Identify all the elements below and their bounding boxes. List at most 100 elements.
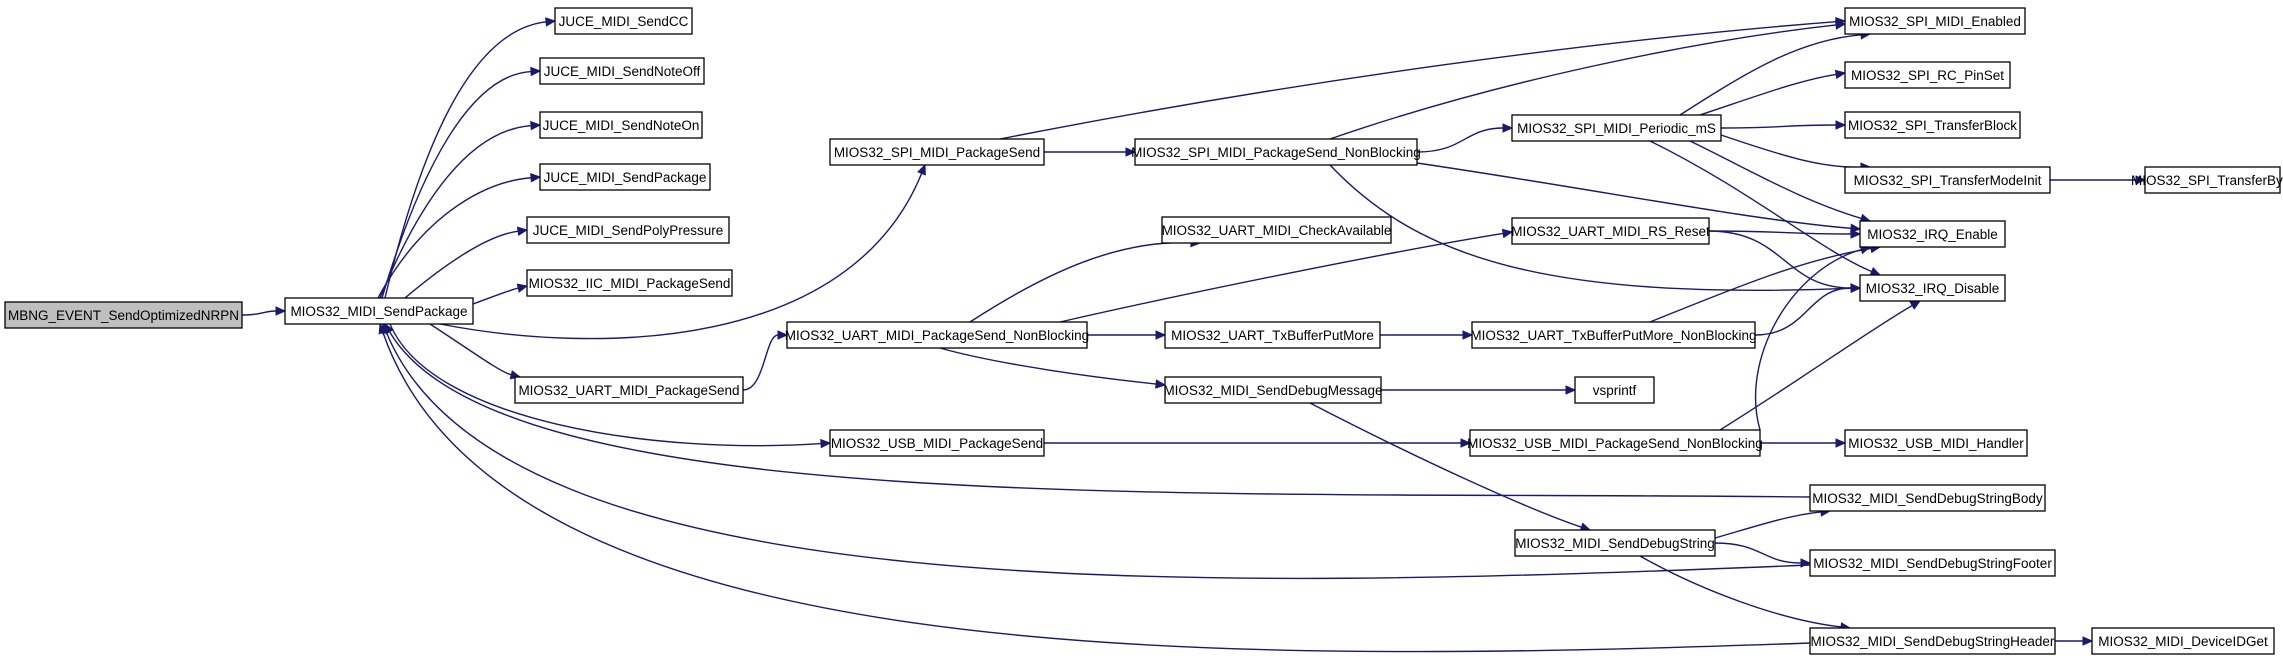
- node-uart-send[interactable]: MIOS32_UART_MIDI_PackageSend: [514, 376, 744, 404]
- node-box[interactable]: [1574, 376, 1655, 404]
- node-juce-package[interactable]: JUCE_MIDI_SendPackage: [539, 163, 711, 191]
- node-vsprintf[interactable]: vsprintf: [1574, 376, 1655, 404]
- node-iic-send[interactable]: MIOS32_IIC_MIDI_PackageSend: [526, 269, 733, 297]
- arrowhead: [530, 173, 542, 183]
- node-box[interactable]: [1844, 7, 2026, 35]
- node-box[interactable]: [1471, 321, 1756, 349]
- node-box[interactable]: [4, 301, 243, 329]
- node-box[interactable]: [1469, 429, 1761, 457]
- node-irq-disable[interactable]: MIOS32_IRQ_Disable: [1859, 274, 2006, 302]
- node-label: MIOS32_MIDI_SendDebugString: [1515, 536, 1715, 551]
- node-uart-send-nb[interactable]: MIOS32_UART_MIDI_PackageSend_NonBlocking: [785, 321, 1089, 349]
- edge-line: [1639, 555, 1842, 628]
- node-debug-msg[interactable]: MIOS32_MIDI_SendDebugMessage: [1163, 376, 1383, 404]
- node-midi-send[interactable]: MIOS32_MIDI_SendPackage: [284, 297, 474, 325]
- edge-uart-rs-reset-to-irq-enable: [1708, 229, 1862, 239]
- node-box[interactable]: [1859, 220, 2006, 248]
- node-box[interactable]: [1844, 111, 2021, 139]
- node-spi-send-nb[interactable]: MIOS32_SPI_MIDI_PackageSend_NonBlocking: [1131, 138, 1421, 166]
- edge-line: [1708, 230, 1852, 289]
- edge-spi-periodic-to-spi-modeinit: [1720, 134, 1872, 172]
- node-box[interactable]: [829, 138, 1045, 166]
- edge-usb-send-nb-to-irq-enable: [1754, 245, 1872, 431]
- node-label: MIOS32_SPI_TransferModeInit: [1854, 173, 2042, 188]
- node-box[interactable]: [1514, 529, 1716, 557]
- edge-line: [377, 177, 532, 299]
- node-box[interactable]: [539, 111, 703, 139]
- edge-line: [969, 241, 1192, 323]
- edges-layer: [241, 16, 2147, 653]
- node-box[interactable]: [284, 297, 474, 325]
- node-irq-enable[interactable]: MIOS32_IRQ_Enable: [1859, 220, 2006, 248]
- edge-usb-send-to-usb-send-nb: [1044, 438, 1472, 448]
- node-box[interactable]: [514, 376, 744, 404]
- edge-midi-send-to-juce-package: [377, 173, 542, 299]
- node-box[interactable]: [539, 57, 705, 85]
- node-box[interactable]: [1809, 484, 2046, 512]
- node-root[interactable]: MBNG_EVENT_SendOptimizedNRPN: [4, 301, 243, 329]
- node-box[interactable]: [554, 7, 693, 35]
- arrowhead: [1835, 120, 1847, 130]
- node-box[interactable]: [1511, 217, 1710, 245]
- node-box[interactable]: [1134, 138, 1418, 166]
- node-spi-send[interactable]: MIOS32_SPI_MIDI_PackageSend: [829, 138, 1045, 166]
- node-uart-txbuf-nb[interactable]: MIOS32_UART_TxBufferPutMore_NonBlocking: [1470, 321, 1757, 349]
- node-box[interactable]: [1511, 114, 1722, 142]
- edge-line: [1719, 304, 1913, 431]
- node-box[interactable]: [1164, 376, 1382, 404]
- edge-midi-send-to-uart-send: [429, 323, 522, 380]
- node-usb-handler[interactable]: MIOS32_USB_MIDI_Handler: [1844, 429, 2028, 457]
- edge-debug-msg-to-vsprintf: [1381, 385, 1577, 395]
- node-box[interactable]: [1164, 321, 1381, 349]
- edge-usb-send-nb-to-usb-handler: [1760, 438, 1847, 448]
- node-uart-txbuf[interactable]: MIOS32_UART_TxBufferPutMore: [1164, 321, 1381, 349]
- node-spi-enabled[interactable]: MIOS32_SPI_MIDI_Enabled: [1844, 7, 2026, 35]
- node-spi-transferblock[interactable]: MIOS32_SPI_TransferBlock: [1844, 111, 2021, 139]
- node-spi-modeinit[interactable]: MIOS32_SPI_TransferModeInit: [1844, 166, 2051, 194]
- node-label: MIOS32_IIC_MIDI_PackageSend: [529, 276, 731, 291]
- edge-line: [742, 334, 779, 391]
- node-box[interactable]: [2091, 627, 2275, 655]
- node-box[interactable]: [1809, 627, 2056, 655]
- edge-midi-send-to-juce-noteon: [379, 120, 542, 299]
- edge-line: [1720, 134, 1862, 168]
- node-box[interactable]: [1859, 274, 2006, 302]
- edge-root-to-midi-send: [241, 306, 287, 316]
- node-spi-rc[interactable]: MIOS32_SPI_RC_PinSet: [1844, 61, 2011, 89]
- arrowhead: [378, 322, 388, 335]
- node-juce-noteon[interactable]: JUCE_MIDI_SendNoteOn: [539, 111, 703, 139]
- node-device-id[interactable]: MIOS32_MIDI_DeviceIDGet: [2091, 627, 2275, 655]
- node-box[interactable]: [1809, 549, 2056, 577]
- node-juce-poly[interactable]: JUCE_MIDI_SendPolyPressure: [526, 216, 730, 244]
- node-box[interactable]: [1161, 216, 1392, 244]
- node-spi-periodic[interactable]: MIOS32_SPI_MIDI_Periodic_mS: [1511, 114, 1722, 142]
- node-box[interactable]: [539, 163, 711, 191]
- node-label: MIOS32_SPI_MIDI_Periodic_mS: [1517, 121, 1716, 136]
- arrowhead: [820, 438, 832, 449]
- edge-usb-send-nb-to-irq-disable: [1719, 300, 1922, 431]
- node-box[interactable]: [1844, 429, 2028, 457]
- node-juce-noteoff[interactable]: JUCE_MIDI_SendNoteOff: [539, 57, 705, 85]
- node-uart-rs-reset[interactable]: MIOS32_UART_MIDI_RS_Reset: [1511, 217, 1710, 245]
- node-dbg-header[interactable]: MIOS32_MIDI_SendDebugStringHeader: [1809, 627, 2056, 655]
- node-dbg-body[interactable]: MIOS32_MIDI_SendDebugStringBody: [1809, 484, 2046, 512]
- node-dbg-footer[interactable]: MIOS32_MIDI_SendDebugStringFooter: [1809, 549, 2056, 577]
- node-box[interactable]: [1844, 166, 2051, 194]
- edge-line: [472, 287, 519, 305]
- node-uart-check[interactable]: MIOS32_UART_MIDI_CheckAvailable: [1161, 216, 1392, 244]
- node-box[interactable]: [1844, 61, 2011, 89]
- node-box[interactable]: [829, 429, 1045, 457]
- node-box[interactable]: [786, 321, 1088, 349]
- node-box[interactable]: [526, 269, 733, 297]
- node-usb-send-nb[interactable]: MIOS32_USB_MIDI_PackageSend_NonBlocking: [1467, 429, 1763, 457]
- node-debug-string[interactable]: MIOS32_MIDI_SendDebugString: [1514, 529, 1716, 557]
- arrowhead: [1155, 379, 1167, 389]
- node-spi-transferbyte[interactable]: MIOS32_SPI_TransferByte: [2131, 166, 2283, 194]
- arrowhead: [1835, 438, 1847, 448]
- node-box[interactable]: [526, 216, 730, 244]
- node-usb-send[interactable]: MIOS32_USB_MIDI_PackageSend: [829, 429, 1045, 457]
- node-juce-cc[interactable]: JUCE_MIDI_SendCC: [554, 7, 693, 35]
- edge-midi-send-to-juce-poly: [404, 226, 529, 299]
- node-box[interactable]: [2144, 166, 2281, 194]
- edge-line: [1416, 162, 1852, 229]
